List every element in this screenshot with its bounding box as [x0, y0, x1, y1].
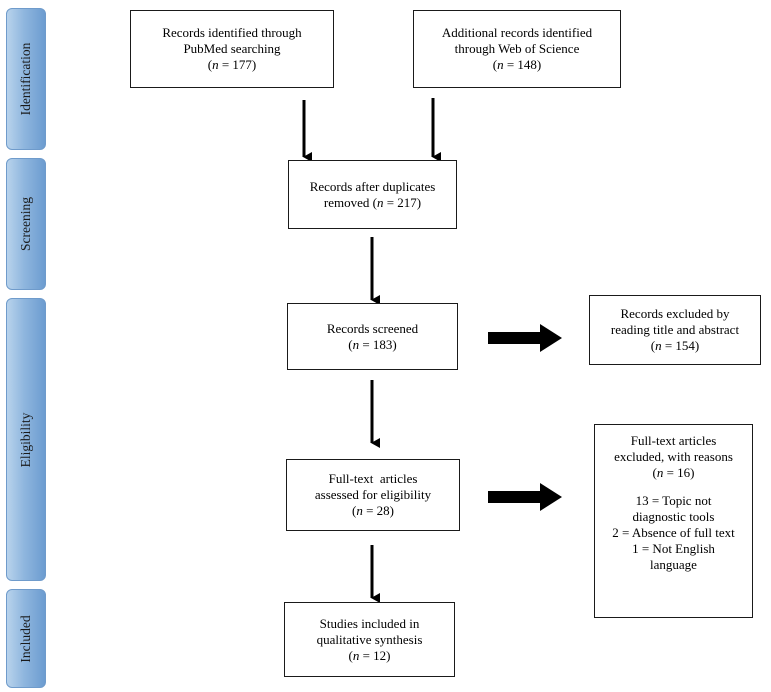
box-studies-included: Studies included in qualitative synthesi…: [284, 602, 455, 677]
box-wos-count: (n = 148): [492, 57, 542, 72]
box-records-screened: Records screened (n = 183): [287, 303, 458, 370]
arrow-fulltext-to-excluded: [488, 483, 562, 511]
box-excluded-fulltext-count: (n = 16): [652, 465, 695, 480]
box-excluded-abstract: Records excluded by reading title and ab…: [589, 295, 761, 365]
box-duplicates-line-1: Records after duplicates: [309, 178, 436, 194]
box-included-count: (n = 12): [348, 647, 391, 663]
reason-no-full-text: 2 = Absence of full text: [612, 525, 735, 540]
box-excluded-abstract-line-2: reading title and abstract: [610, 322, 740, 337]
box-pubmed-line-1: Records identified through: [162, 25, 302, 40]
arrow-screened-to-excluded: [488, 324, 562, 352]
stage-tab-eligibility: Eligibility: [6, 298, 46, 581]
box-pubmed-count: (n = 177): [207, 57, 257, 72]
stage-tab-included: Included: [6, 589, 46, 688]
box-after-duplicates: Records after duplicates removed (n = 21…: [288, 160, 457, 229]
box-included-line-2: qualitative synthesis: [316, 631, 423, 647]
box-excluded-abstract-count: (n = 154): [650, 338, 700, 353]
box-fulltext-line-2: assessed for eligibility: [314, 487, 432, 502]
box-included-line-1: Studies included in: [319, 615, 420, 631]
box-duplicates-line-2: removed (n = 217): [323, 194, 422, 210]
box-excluded-fulltext-line-2: excluded, with reasons: [614, 449, 733, 464]
box-pubmed-records: Records identified through PubMed search…: [130, 10, 334, 88]
box-excluded-abstract-line-1: Records excluded by: [620, 306, 730, 321]
box-wos-records: Additional records identified through We…: [413, 10, 621, 88]
box-excluded-fulltext-line-1: Full-text articles: [630, 433, 717, 448]
box-screened-count: (n = 183): [348, 336, 397, 352]
box-wos-line-1: Additional records identified: [441, 25, 593, 40]
reason-not-english: 1 = Not English: [632, 541, 715, 556]
stage-tab-screening: Screening: [6, 158, 46, 290]
box-fulltext-assessed: Full-text articles assessed for eligibil…: [286, 459, 460, 531]
stage-tab-identification: Identification: [6, 8, 46, 150]
box-wos-line-2: through Web of Science: [454, 41, 580, 56]
box-excluded-fulltext: Full-text articles excluded, with reason…: [594, 424, 753, 618]
box-fulltext-count: (n = 28): [351, 503, 395, 518]
reason-topic: 13 = Topic not: [635, 493, 712, 508]
box-pubmed-line-2: PubMed searching: [183, 41, 281, 56]
reason-not-english-cont: language: [650, 557, 697, 572]
reason-topic-cont: diagnostic tools: [632, 509, 715, 524]
box-screened-line-1: Records screened: [326, 320, 419, 336]
box-fulltext-line-1: Full-text articles: [328, 471, 418, 486]
